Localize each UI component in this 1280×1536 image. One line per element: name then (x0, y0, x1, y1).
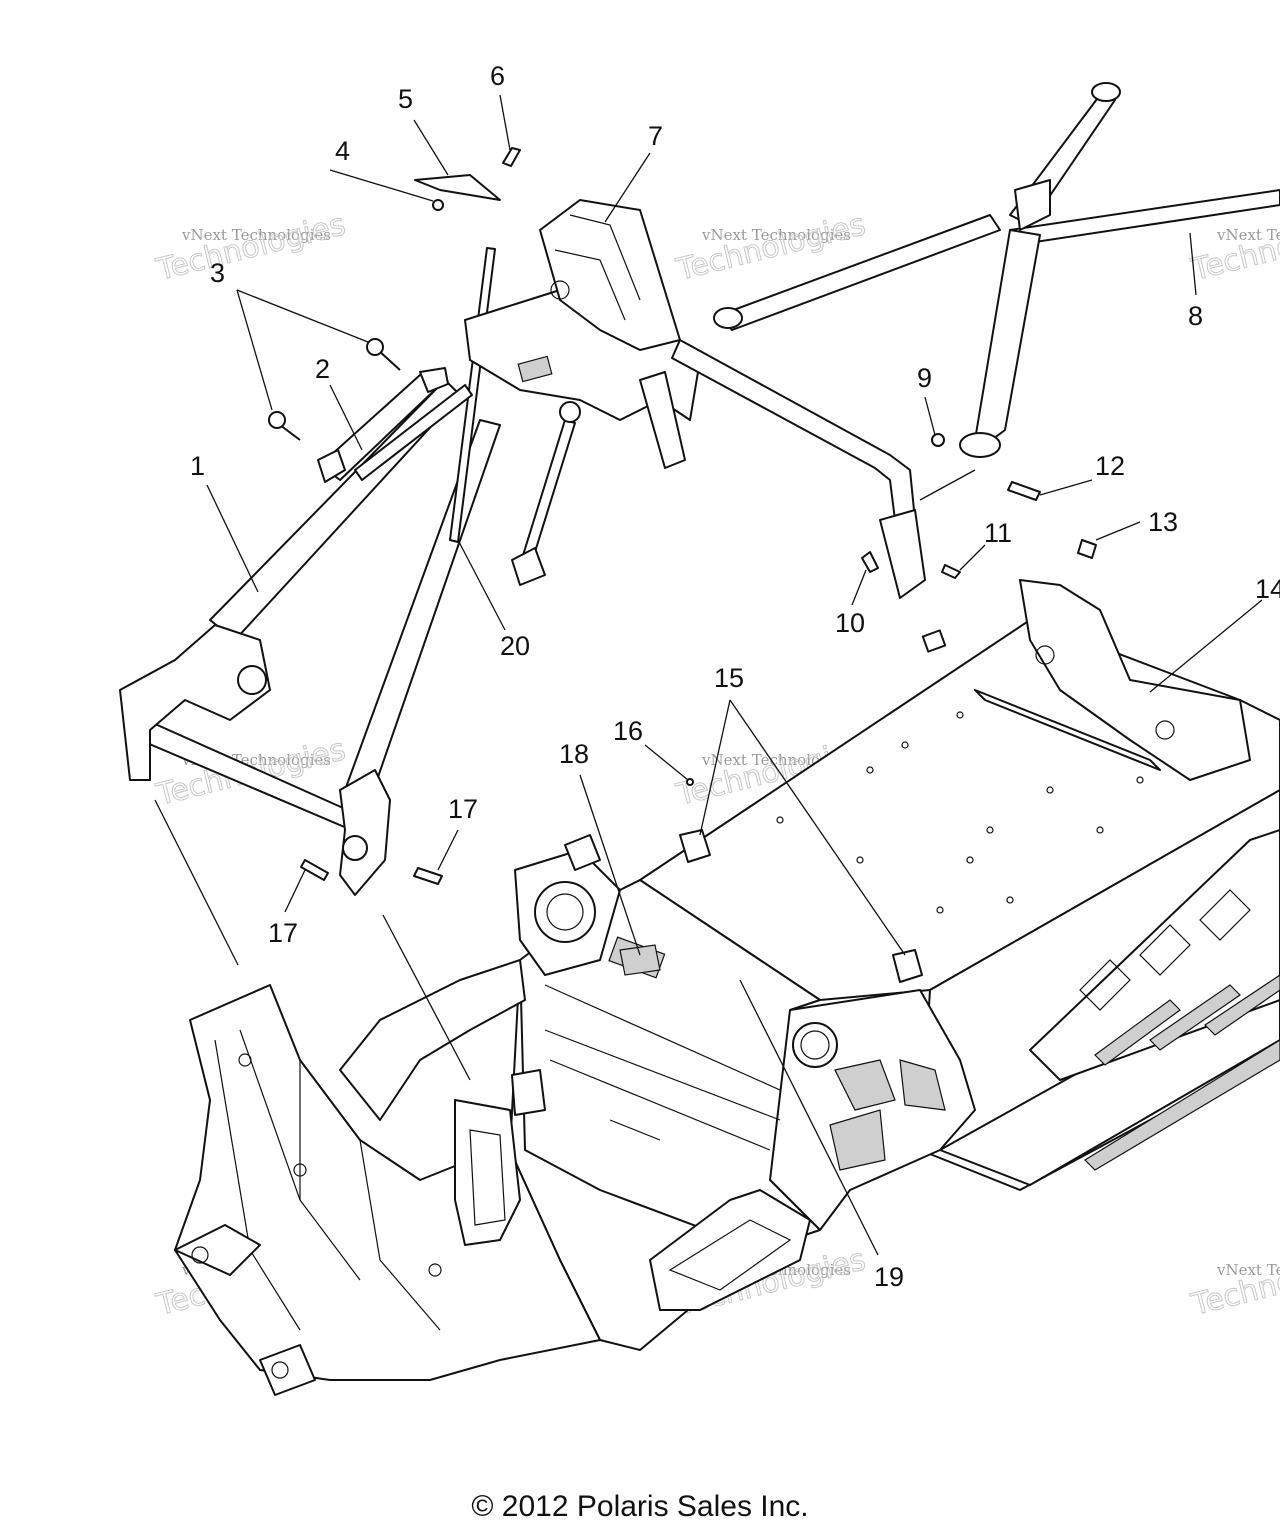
callout-6: 6 (490, 61, 505, 91)
part-11-bolt (941, 564, 961, 579)
part-9-nut (931, 433, 945, 447)
part-12-bolt (1007, 481, 1041, 501)
watermark-big: Technologies (1187, 1242, 1280, 1323)
fasteners (268, 147, 1097, 983)
callout-20: 20 (500, 631, 530, 661)
callout-3: 3 (210, 258, 225, 288)
part-1-front-frame (119, 379, 501, 896)
footrest-cutouts (1079, 889, 1280, 1066)
part-4-nut (432, 199, 444, 211)
callout-4: 4 (335, 136, 350, 166)
part-17-bolt (300, 859, 329, 881)
watermark-big: Technologies (152, 207, 348, 288)
bar-tube (671, 339, 926, 599)
watermark: vNext Technologies Technologies (1187, 207, 1280, 289)
callout-13: 13 (1148, 507, 1178, 537)
callout-1: 1 (190, 451, 205, 481)
front-clip (174, 834, 821, 1396)
strut-link (511, 401, 581, 586)
callouts: 1 2 3 4 5 6 7 8 9 10 11 12 13 14 15 16 1… (190, 61, 1280, 1292)
callout-5: 5 (398, 84, 413, 114)
part-15-bracket (892, 949, 923, 983)
callout-17: 17 (448, 794, 478, 824)
watermark-text: vNext Technologies (701, 226, 851, 244)
part-6-pin (502, 147, 521, 167)
part-8-handlebar-frame (713, 82, 1280, 458)
callout-2: 2 (315, 354, 330, 384)
watermark-text: vNext Technologies (1216, 226, 1280, 244)
part-5-clip (414, 174, 501, 201)
part-16-rivet (686, 778, 694, 786)
part-17-bolt (413, 867, 443, 885)
watermark-text: vNext Technologies (181, 226, 331, 244)
watermark: vNext Technologies Technologies (152, 207, 349, 289)
callout-16: 16 (613, 716, 643, 746)
callout-12: 12 (1095, 451, 1125, 481)
callout-7: 7 (648, 121, 663, 151)
callout-9: 9 (917, 363, 932, 393)
deck-holes (776, 711, 1144, 914)
part-3-bolt (268, 411, 301, 441)
part-2-strap (317, 367, 449, 483)
callout-11: 11 (984, 518, 1012, 548)
part-3-bolt (366, 338, 401, 371)
bushing (921, 629, 947, 653)
watermark: vNext Technologies Technologies (1187, 1242, 1280, 1324)
watermark-text: vNext Technologies (1216, 1261, 1280, 1279)
part-15-bracket (679, 829, 711, 863)
copyright-notice: © 2012 Polaris Sales Inc. (471, 1490, 809, 1523)
part-7-steering-mount (464, 199, 701, 469)
callout-18: 18 (559, 739, 589, 769)
callout-15: 15 (714, 663, 744, 693)
callout-14: 14 (1255, 574, 1280, 604)
callout-17-lower: 17 (268, 918, 298, 948)
watermark-big: Technologies (1187, 207, 1280, 288)
callout-10: 10 (835, 608, 865, 638)
callout-19: 19 (874, 1262, 904, 1292)
part-10-bolt (861, 551, 879, 573)
leader-lines (154, 94, 1263, 1256)
part-13-stud (1077, 539, 1097, 559)
chassis-tunnel (639, 579, 1280, 1231)
part-18-plate (619, 944, 661, 976)
callout-8: 8 (1188, 301, 1203, 331)
